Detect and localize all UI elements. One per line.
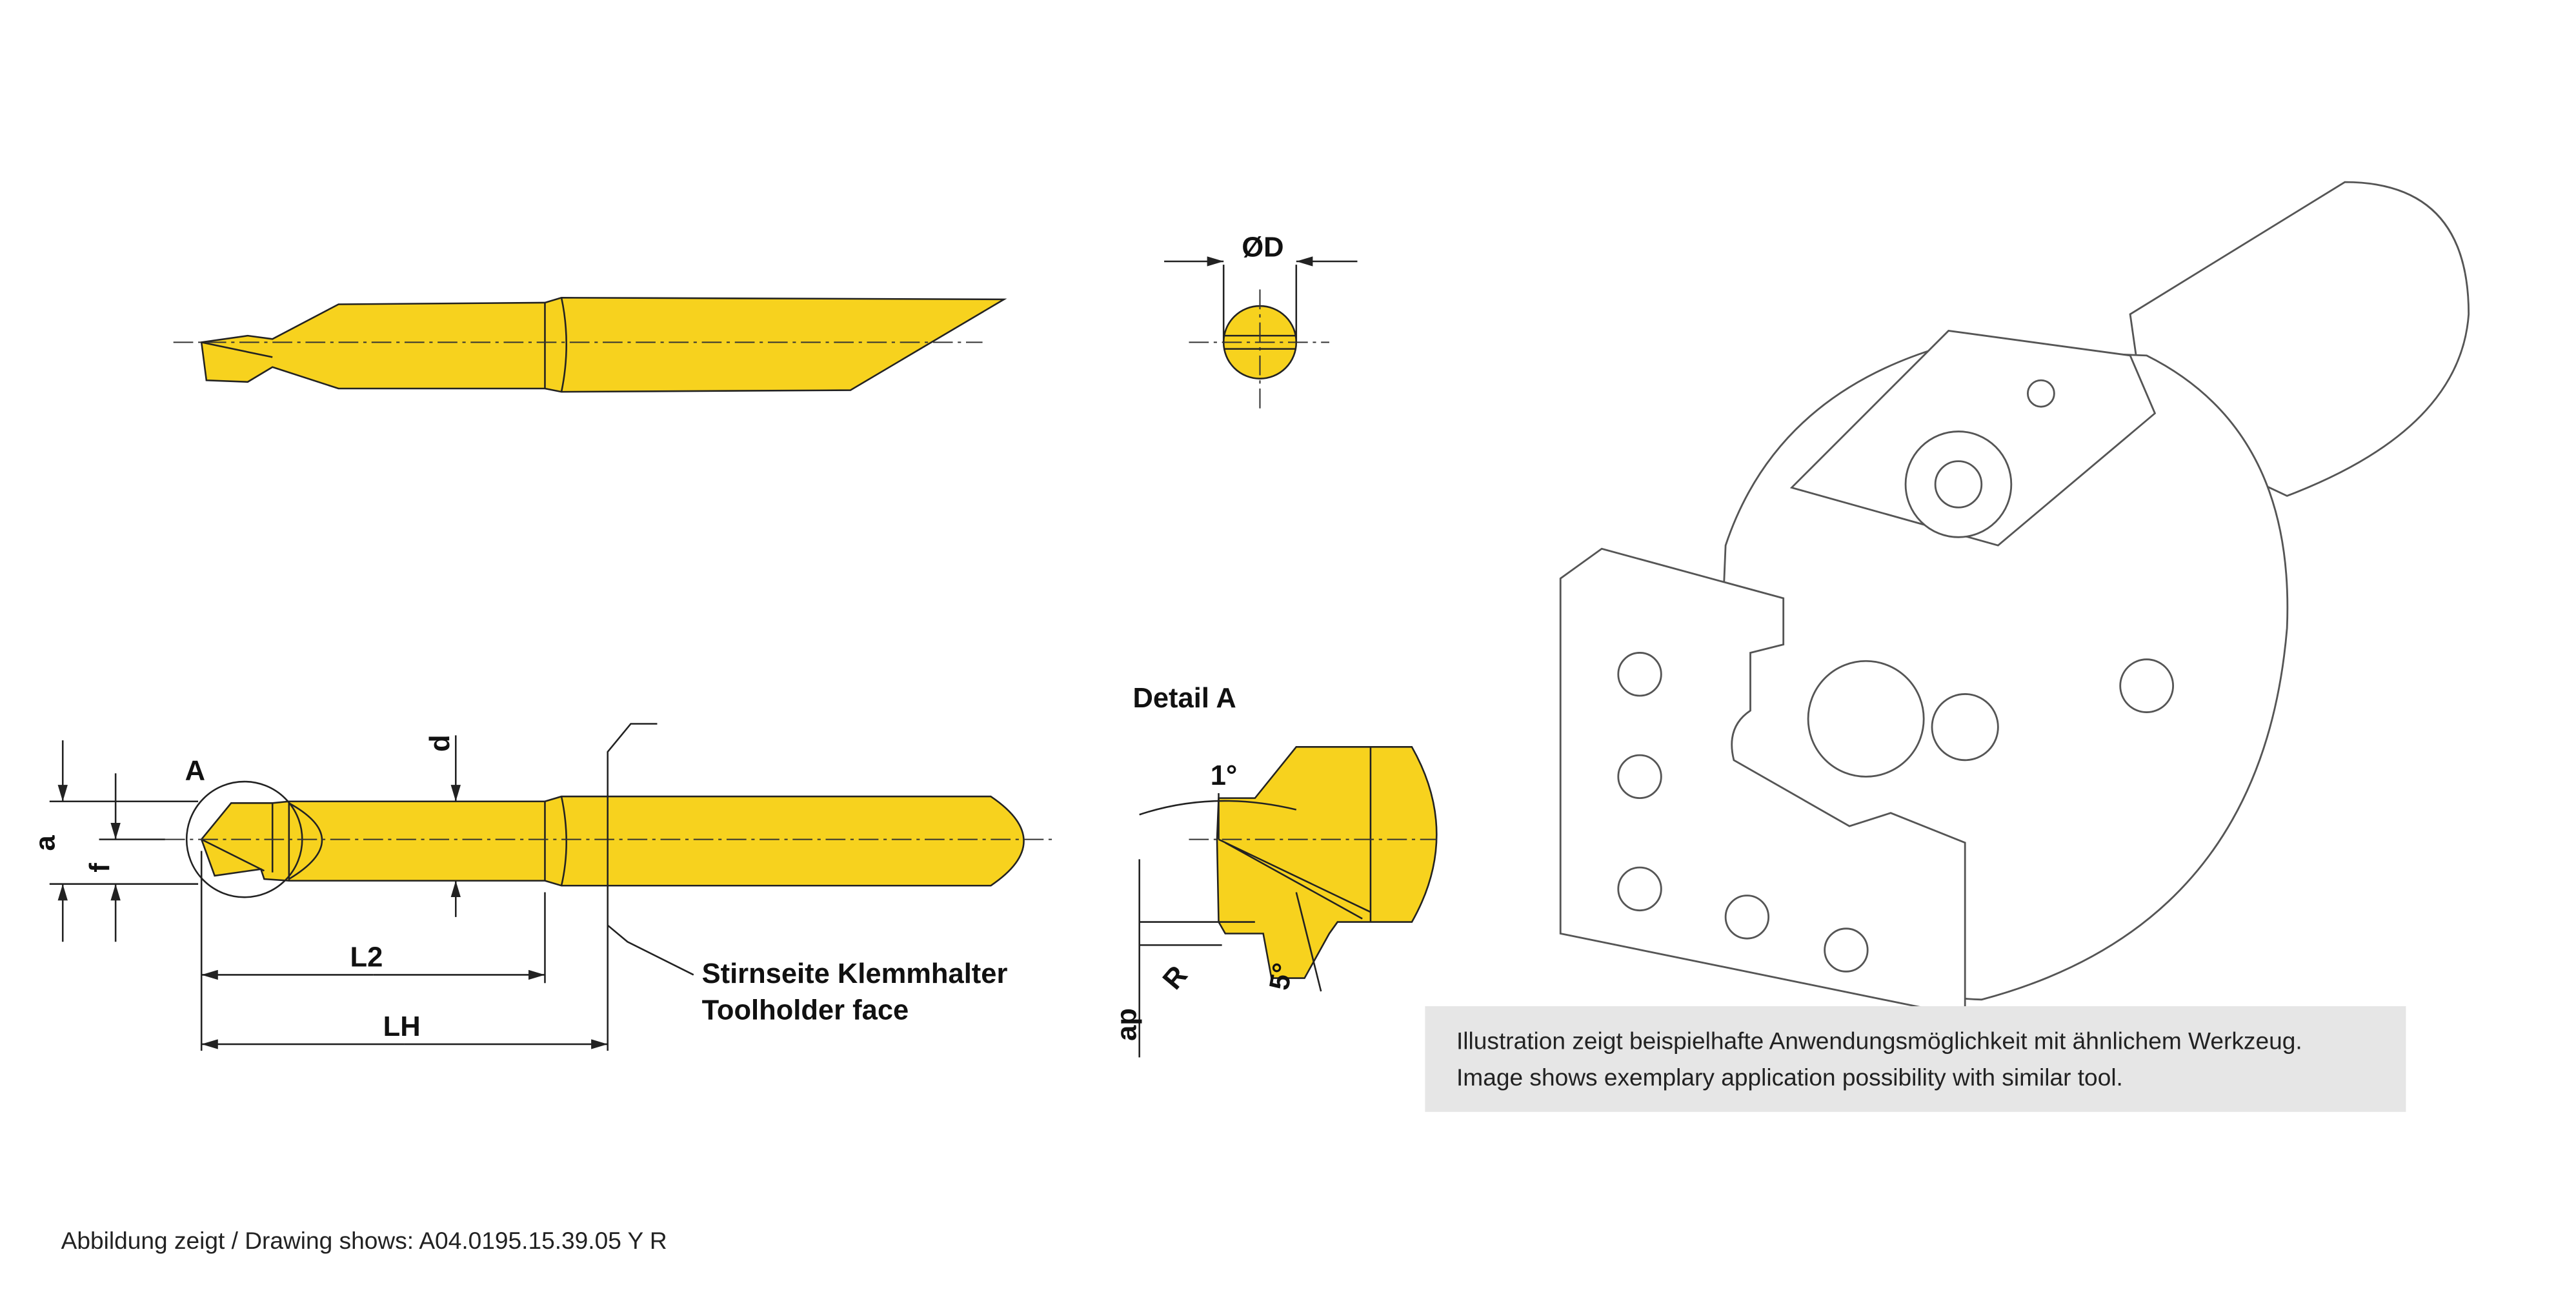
caption-en: Image shows exemplary application possib… [1456, 1064, 2123, 1091]
diameter-label: ØD [1242, 232, 1283, 263]
radius-R: R [1157, 960, 1194, 996]
application-illustration [1559, 181, 2470, 1009]
footer-drawing-reference: Abbildung zeigt / Drawing shows: A04.019… [61, 1227, 667, 1254]
tool-front-view: ØD [1164, 232, 1358, 409]
dim-a: a [30, 835, 61, 851]
dim-f: f [85, 863, 116, 873]
dim-LH: LH [383, 1011, 421, 1042]
toolholder-face-de: Stirnseite Klemmhalter [702, 958, 1008, 989]
angle-side: 5° [1264, 960, 1299, 992]
dim-L2: L2 [350, 942, 383, 973]
illustration-caption: Illustration zeigt beispielhafte Anwendu… [1425, 1006, 2406, 1112]
toolholder-face-en: Toolholder face [702, 995, 909, 1026]
caption-de: Illustration zeigt beispielhafte Anwendu… [1456, 1027, 2302, 1055]
detail-title: Detail A [1132, 683, 1236, 714]
tool-top-view [173, 296, 1007, 393]
detail-a: Detail A 1° ap R 5° [1112, 683, 1438, 1058]
dim-ap: ap [1112, 1008, 1143, 1041]
angle-top: 1° [1211, 760, 1238, 791]
detail-marker-A: A [185, 755, 205, 786]
tool-side-view: A a f d L2 LH Stirnseite Klemmhalter Too… [30, 723, 1057, 1051]
dim-d: d [425, 734, 456, 752]
